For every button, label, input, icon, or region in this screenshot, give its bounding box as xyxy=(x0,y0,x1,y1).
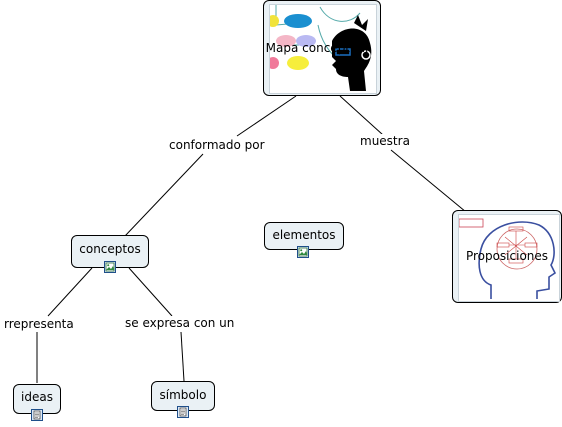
link-label-se-expresa-con-un[interactable]: se expresa con un xyxy=(124,316,236,331)
node-ideas[interactable]: ideas xyxy=(13,384,61,414)
line-conceptos-to-expresa xyxy=(128,267,173,317)
proposiciones-image xyxy=(458,214,560,302)
link-label-muestra[interactable]: muestra xyxy=(359,134,411,149)
link-label-rrepresenta[interactable]: rrepresenta xyxy=(3,317,75,332)
document-resource-icon[interactable] xyxy=(177,406,189,418)
link-label-conformado-por[interactable]: conformado por xyxy=(168,138,266,153)
conceptos-label: conceptos xyxy=(79,242,141,256)
simbolo-label: símbolo xyxy=(159,388,207,402)
elementos-label: elementos xyxy=(272,228,336,242)
image-resource-icon[interactable] xyxy=(297,246,309,258)
image-resource-icon[interactable] xyxy=(104,261,116,273)
line-muestra-to-proposiciones xyxy=(390,149,467,213)
line-expresa-to-simbolo xyxy=(180,331,185,382)
line-mapa-to-muestra xyxy=(339,95,384,136)
line-conformado-to-conceptos xyxy=(124,153,204,237)
mapa-conceptual-label: Mapa conceptual xyxy=(265,41,369,55)
node-proposiciones[interactable]: Proposiciones xyxy=(452,210,562,303)
proposiciones-label: Proposiciones xyxy=(465,249,549,263)
line-mapa-to-conformado xyxy=(236,95,297,137)
line-conceptos-to-rrepresenta xyxy=(47,267,93,317)
document-resource-icon[interactable] xyxy=(31,409,43,421)
node-mapa-conceptual[interactable]: Mapa conceptual xyxy=(263,0,381,96)
mapa-conceptual-image xyxy=(269,4,377,94)
ideas-label: ideas xyxy=(21,390,53,404)
